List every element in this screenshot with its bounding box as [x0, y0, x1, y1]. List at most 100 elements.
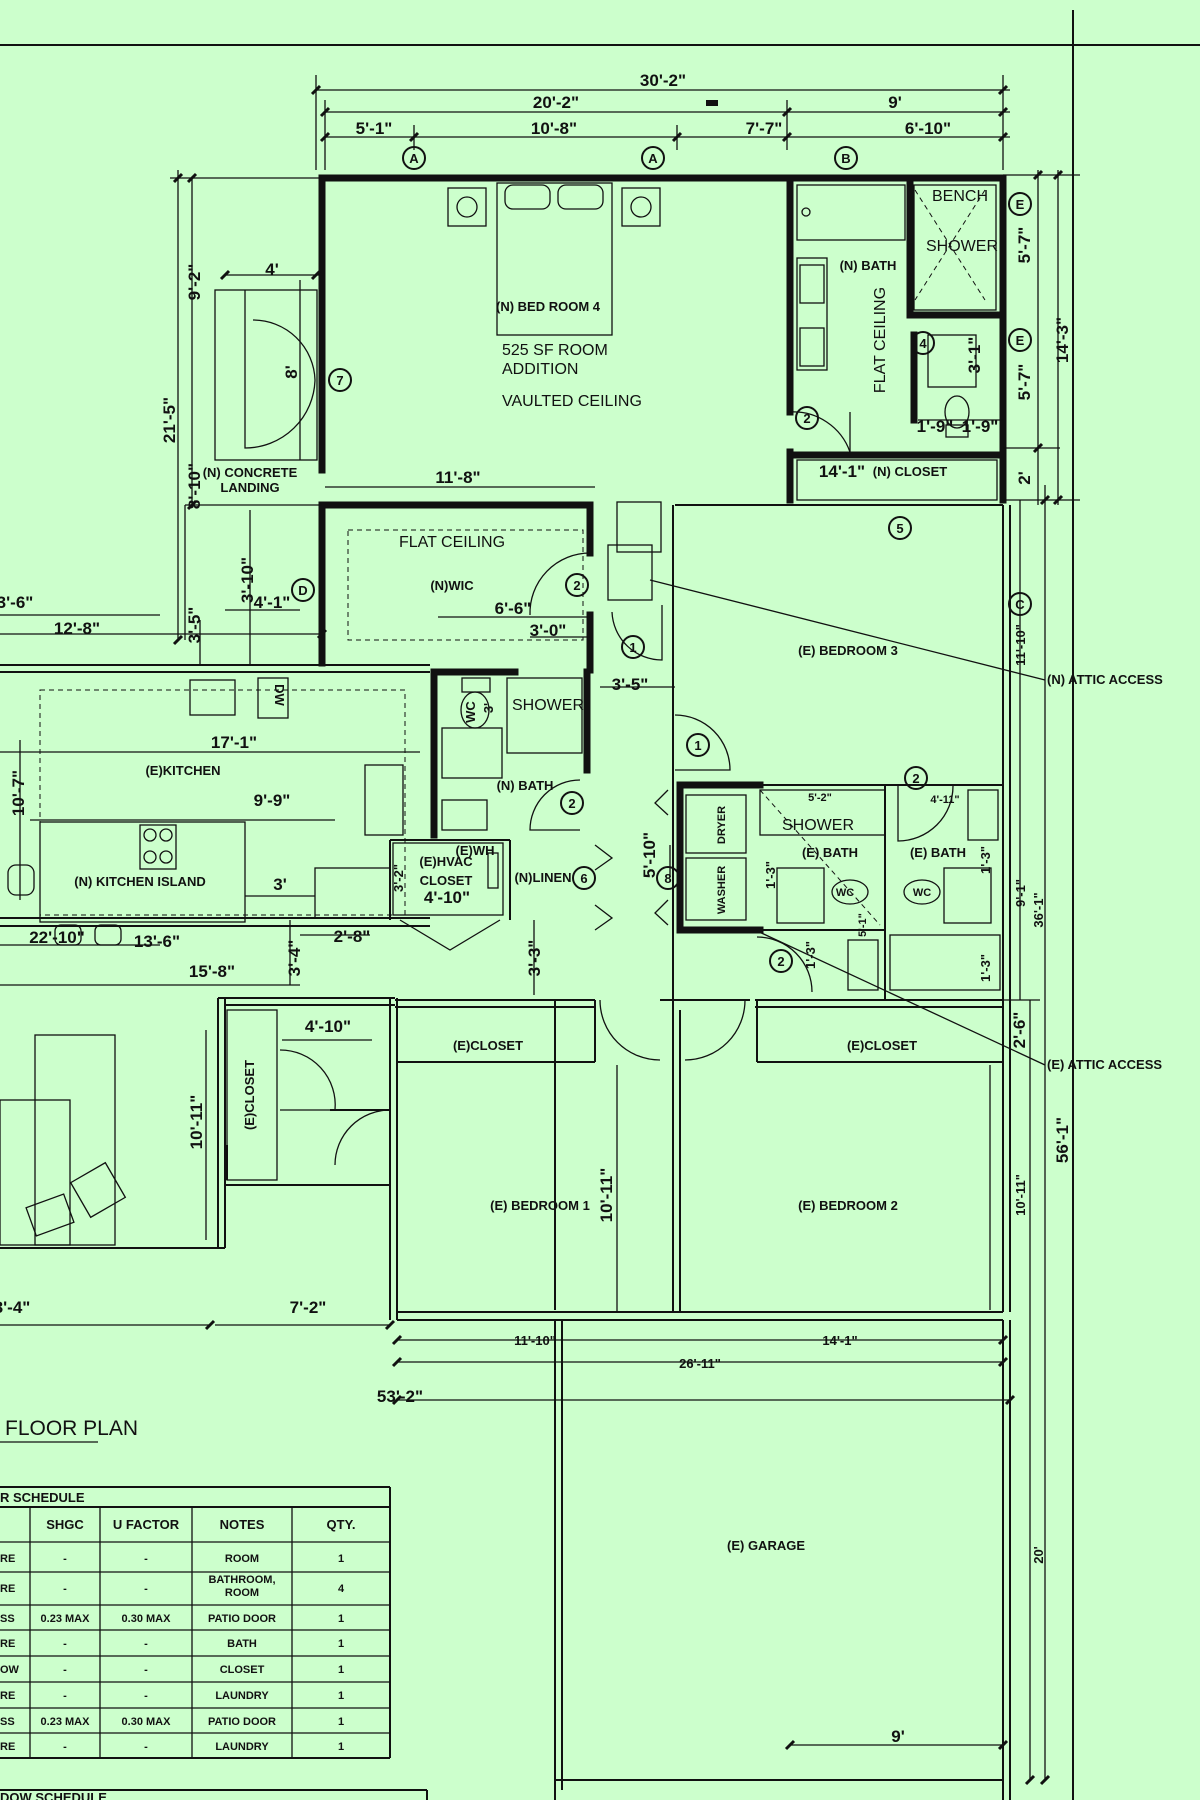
attic-hatch-1 — [616, 501, 662, 553]
bed-furniture — [447, 182, 661, 336]
center-bath-fixtures — [441, 677, 583, 831]
room-closet-n: (N) CLOSET — [873, 464, 947, 479]
door-schedule-title: R SCHEDULE — [0, 1490, 85, 1505]
dim-left-d: 3'-5" — [185, 607, 204, 644]
dim-26-11: 26'-11" — [679, 1356, 721, 1371]
label-wc1: WC — [463, 701, 478, 723]
dim-right-d: 14'-3" — [1053, 317, 1072, 363]
dim-1-3c: 1'-3" — [978, 846, 993, 874]
svg-text:CLOSET: CLOSET — [220, 1664, 265, 1676]
tag-7: 7 — [336, 373, 343, 388]
dim-right-j: 56'-1" — [1053, 1117, 1072, 1163]
room-flat-ceiling-1: FLAT CEILING — [872, 287, 889, 393]
dim-top-left: 20'-2" — [533, 93, 579, 112]
room-concrete-1: (N) CONCRETE — [203, 465, 298, 480]
th-qty: QTY. — [327, 1517, 356, 1532]
room-bed1: (E) BEDROOM 1 — [490, 1198, 590, 1213]
tag-2a: 2 — [573, 578, 580, 593]
svg-text:PATIO DOOR: PATIO DOOR — [208, 1716, 276, 1728]
dim-right-k: 20' — [1031, 1546, 1046, 1564]
dim-right-a: 5'-7" — [1015, 227, 1034, 264]
dim-11-10: 11'-10" — [514, 1333, 556, 1348]
dim-5-2: 5'-2" — [808, 792, 832, 804]
dim-17-1: 17'-1" — [211, 733, 257, 752]
dim-8: 8' — [282, 365, 301, 379]
interior-dimension-lines — [0, 169, 1080, 1786]
room-kitchen: (E)KITCHEN — [145, 763, 220, 778]
flat-ceiling-outline — [347, 529, 584, 641]
ebath-fixtures — [759, 789, 1001, 991]
dim-4-10a: 4'-10" — [424, 888, 470, 907]
svg-text:1: 1 — [338, 1638, 344, 1650]
dim-12-8: 12'-8" — [54, 619, 100, 638]
dim-left-a: 9'-2" — [185, 264, 204, 301]
dim-3-6: 3'-6" — [0, 593, 33, 612]
svg-text:0.23 MAX: 0.23 MAX — [41, 1613, 91, 1625]
room-ecloset-left: (E)CLOSET — [242, 1060, 257, 1130]
concrete-landing — [214, 289, 318, 461]
dim-right-e: 11'-10" — [1013, 624, 1028, 666]
dim-6-6: 6'-6" — [495, 599, 532, 618]
label-washer: WASHER — [716, 866, 728, 914]
dim-10-7: 10'-7" — [9, 770, 28, 816]
svg-text:1: 1 — [338, 1690, 344, 1702]
room-ebath1: (E) BATH — [802, 845, 858, 860]
dim-1-3d: 1'-3" — [978, 954, 993, 982]
room-hvac-2: CLOSET — [420, 873, 473, 888]
dim-3-5: 3'-5" — [612, 675, 649, 694]
note-attic-2: (E) ATTIC ACCESS — [1047, 1057, 1162, 1072]
room-nbath: (N) BATH — [840, 258, 897, 273]
svg-text:RE: RE — [0, 1690, 15, 1702]
tag-2c: 2 — [912, 771, 919, 786]
room-ebath2: (E) BATH — [910, 845, 966, 860]
svg-text:RE: RE — [0, 1638, 15, 1650]
grid-tag-a2: A — [648, 151, 658, 166]
dim-3-3: 3'-3" — [525, 940, 544, 977]
th-notes: NOTES — [220, 1517, 265, 1532]
svg-text:-: - — [144, 1583, 148, 1595]
dim-left-e: 3'-10" — [238, 557, 257, 603]
dim-9: 9' — [891, 1727, 905, 1746]
svg-text:1: 1 — [338, 1664, 344, 1676]
tag-2d: 2 — [568, 796, 575, 811]
svg-text:OW: OW — [0, 1664, 20, 1676]
svg-text:-: - — [144, 1638, 148, 1650]
dim-2-8: 2'-8" — [334, 927, 371, 946]
tag-2b: 2 — [803, 411, 810, 426]
room-wic: (N)WIC — [430, 578, 474, 593]
svg-text:-: - — [144, 1664, 148, 1676]
svg-text:-: - — [63, 1664, 67, 1676]
dryer — [685, 794, 747, 854]
hvac-closet — [392, 842, 504, 916]
table-row: RE - - BATH 1 — [0, 1638, 344, 1650]
room-hvac-1: (E)HVAC — [419, 854, 473, 869]
svg-text:RE: RE — [0, 1583, 15, 1595]
label-dryer: DRYER — [716, 806, 728, 844]
svg-text:-: - — [63, 1690, 67, 1702]
tag-1: 1 — [629, 640, 636, 655]
room-bed3: (E) BEDROOM 3 — [798, 643, 898, 658]
dim-4: 4' — [265, 260, 279, 279]
dim-14-1: 14'-1" — [819, 462, 865, 481]
dim-14-1b: 14'-1" — [822, 1333, 857, 1348]
svg-text:SS: SS — [0, 1716, 15, 1728]
table-row: SS 0.23 MAX 0.30 MAX PATIO DOOR 1 — [0, 1613, 344, 1625]
room-addition-line1: 525 SF ROOM — [502, 342, 608, 359]
table-row: RE - - LAUNDRY 1 — [0, 1690, 344, 1702]
top-dimensions — [310, 75, 1010, 170]
room-concrete-2: LANDING — [220, 480, 279, 495]
label-wc3: WC — [913, 887, 931, 899]
dim-right-h: 2'-6" — [1010, 1012, 1029, 1049]
grid-tag-e1: E — [1016, 197, 1025, 212]
svg-text:-: - — [63, 1583, 67, 1595]
dim-9-9: 9'-9" — [254, 791, 291, 810]
room-vaulted: VAULTED CEILING — [502, 393, 642, 410]
window-schedule-title: DOW SCHEDULE — [0, 1790, 107, 1800]
note-attic-1: (N) ATTIC ACCESS — [1047, 672, 1163, 687]
grid-tag-a1: A — [409, 151, 419, 166]
table-row: RE - - ROOM 1 — [0, 1553, 344, 1565]
dim-4-10b: 4'-10" — [305, 1017, 351, 1036]
table-row: RE - - LAUNDRY 1 — [0, 1741, 344, 1753]
svg-text:1: 1 — [338, 1741, 344, 1753]
